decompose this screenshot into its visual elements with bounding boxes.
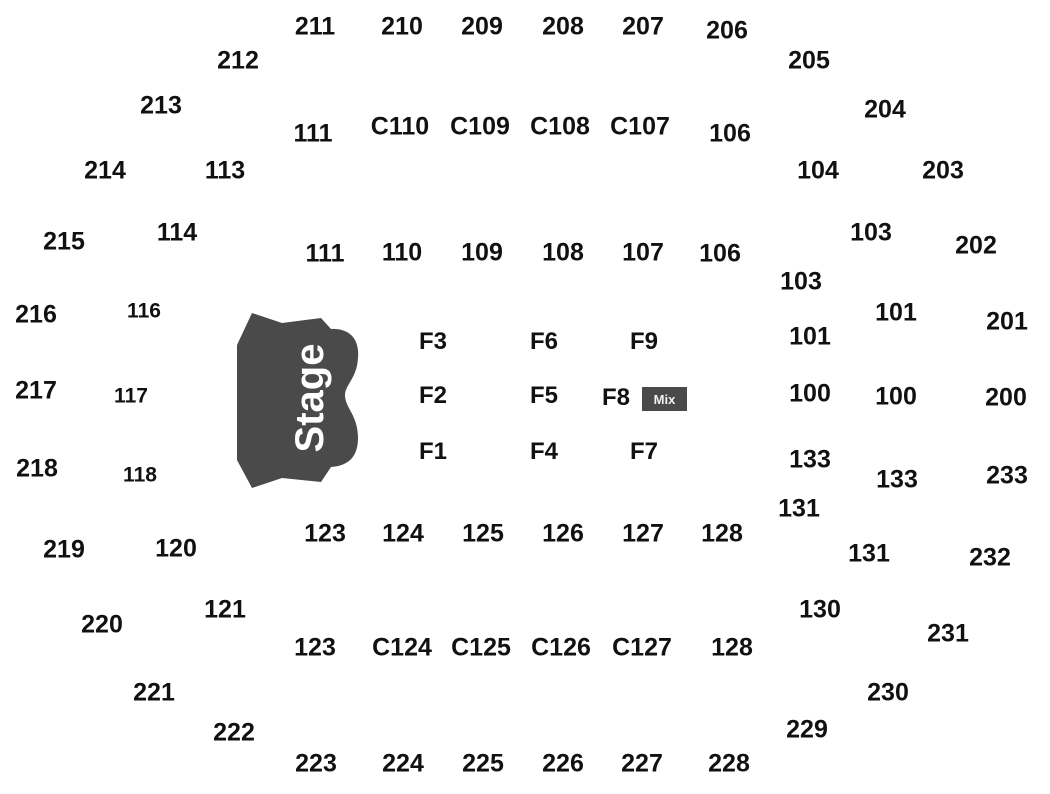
floor-section-f3[interactable]: F3 bbox=[418, 328, 448, 355]
section-101-outer[interactable]: 101 bbox=[875, 298, 917, 327]
section-c107[interactable]: C107 bbox=[610, 112, 670, 141]
section-100-inner[interactable]: 100 bbox=[789, 379, 831, 408]
floor-section-f9[interactable]: F9 bbox=[629, 328, 659, 355]
section-104[interactable]: 104 bbox=[797, 156, 839, 185]
section-123-upper[interactable]: 123 bbox=[304, 519, 346, 548]
floor-section-f8[interactable]: F8 bbox=[601, 384, 631, 411]
section-230[interactable]: 230 bbox=[867, 678, 909, 707]
section-123-lower[interactable]: 123 bbox=[294, 633, 336, 662]
section-125[interactable]: 125 bbox=[462, 519, 504, 548]
section-232[interactable]: 232 bbox=[969, 543, 1011, 572]
section-c110[interactable]: C110 bbox=[370, 112, 430, 141]
section-207[interactable]: 207 bbox=[622, 12, 664, 41]
section-216[interactable]: 216 bbox=[15, 300, 57, 329]
section-121[interactable]: 121 bbox=[204, 595, 246, 624]
section-131-outer[interactable]: 131 bbox=[848, 539, 890, 568]
section-114[interactable]: 114 bbox=[156, 218, 198, 247]
section-100-outer[interactable]: 100 bbox=[875, 382, 917, 411]
section-106-upper[interactable]: 106 bbox=[709, 119, 751, 148]
section-c126[interactable]: C126 bbox=[531, 633, 591, 662]
section-108[interactable]: 108 bbox=[542, 238, 584, 267]
section-118[interactable]: 118 bbox=[123, 463, 157, 487]
section-116[interactable]: 116 bbox=[127, 299, 161, 323]
section-212[interactable]: 212 bbox=[217, 46, 259, 75]
section-107[interactable]: 107 bbox=[622, 238, 664, 267]
floor-section-f5[interactable]: F5 bbox=[529, 382, 559, 409]
section-233[interactable]: 233 bbox=[986, 461, 1028, 490]
section-c108[interactable]: C108 bbox=[530, 112, 590, 141]
section-c125[interactable]: C125 bbox=[451, 633, 511, 662]
section-200[interactable]: 200 bbox=[985, 383, 1027, 412]
section-206[interactable]: 206 bbox=[706, 16, 748, 45]
section-111-lower[interactable]: 111 bbox=[305, 239, 345, 268]
section-209[interactable]: 209 bbox=[461, 12, 503, 41]
section-215[interactable]: 215 bbox=[43, 227, 85, 256]
stage-icon bbox=[237, 313, 359, 488]
mix-booth[interactable]: Mix bbox=[642, 387, 687, 411]
section-221[interactable]: 221 bbox=[133, 678, 175, 707]
section-226[interactable]: 226 bbox=[542, 749, 584, 778]
section-224[interactable]: 224 bbox=[382, 749, 424, 778]
section-103-lower[interactable]: 103 bbox=[780, 267, 822, 296]
section-130[interactable]: 130 bbox=[799, 595, 841, 624]
section-231[interactable]: 231 bbox=[927, 619, 969, 648]
section-210[interactable]: 210 bbox=[381, 12, 423, 41]
section-103-upper[interactable]: 103 bbox=[850, 218, 892, 247]
floor-section-f6[interactable]: F6 bbox=[529, 328, 559, 355]
section-c109[interactable]: C109 bbox=[450, 112, 510, 141]
floor-section-f2[interactable]: F2 bbox=[418, 382, 448, 409]
section-113[interactable]: 113 bbox=[204, 156, 246, 185]
section-218[interactable]: 218 bbox=[16, 454, 58, 483]
section-220[interactable]: 220 bbox=[81, 610, 123, 639]
section-219[interactable]: 219 bbox=[43, 535, 85, 564]
section-214[interactable]: 214 bbox=[84, 156, 126, 185]
section-217[interactable]: 217 bbox=[15, 376, 57, 405]
section-106-lower[interactable]: 106 bbox=[699, 239, 741, 268]
floor-section-f4[interactable]: F4 bbox=[529, 438, 559, 465]
section-227[interactable]: 227 bbox=[621, 749, 663, 778]
section-110[interactable]: 110 bbox=[381, 238, 423, 267]
section-211[interactable]: 211 bbox=[294, 12, 336, 41]
section-127[interactable]: 127 bbox=[622, 519, 664, 548]
section-c124[interactable]: C124 bbox=[372, 633, 432, 662]
section-222[interactable]: 222 bbox=[213, 718, 255, 747]
section-204[interactable]: 204 bbox=[864, 95, 906, 124]
section-131-inner[interactable]: 131 bbox=[778, 494, 820, 523]
section-101-inner[interactable]: 101 bbox=[789, 322, 831, 351]
section-128-lower[interactable]: 128 bbox=[711, 633, 753, 662]
section-133-outer[interactable]: 133 bbox=[876, 465, 918, 494]
section-109[interactable]: 109 bbox=[461, 238, 503, 267]
floor-section-f1[interactable]: F1 bbox=[418, 438, 448, 465]
floor-section-f7[interactable]: F7 bbox=[629, 438, 659, 465]
section-223[interactable]: 223 bbox=[295, 749, 337, 778]
section-225[interactable]: 225 bbox=[462, 749, 504, 778]
section-128-upper[interactable]: 128 bbox=[701, 519, 743, 548]
section-229[interactable]: 229 bbox=[786, 715, 828, 744]
stage-label: Stage bbox=[288, 344, 332, 453]
section-c127[interactable]: C127 bbox=[612, 633, 672, 662]
section-120[interactable]: 120 bbox=[155, 534, 197, 563]
section-228[interactable]: 228 bbox=[708, 749, 750, 778]
section-203[interactable]: 203 bbox=[922, 156, 964, 185]
section-213[interactable]: 213 bbox=[140, 91, 182, 120]
section-205[interactable]: 205 bbox=[788, 46, 830, 75]
section-133-inner[interactable]: 133 bbox=[789, 445, 831, 474]
section-208[interactable]: 208 bbox=[542, 12, 584, 41]
section-126[interactable]: 126 bbox=[542, 519, 584, 548]
section-124[interactable]: 124 bbox=[382, 519, 424, 548]
section-202[interactable]: 202 bbox=[955, 231, 997, 260]
section-111-upper[interactable]: 111 bbox=[293, 119, 333, 148]
section-201[interactable]: 201 bbox=[986, 307, 1028, 336]
section-117[interactable]: 117 bbox=[114, 384, 148, 408]
